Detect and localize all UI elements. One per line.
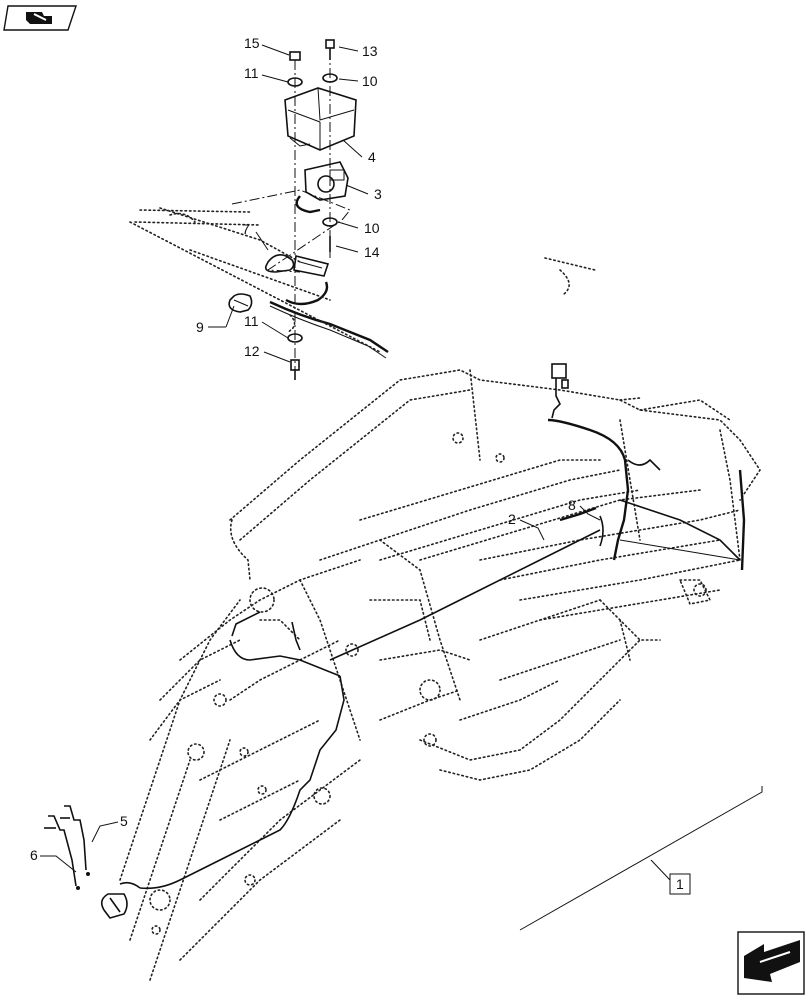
bolt-15 (289, 51, 301, 61)
callout-7: 7 (242, 221, 250, 237)
bolt-12 (290, 359, 300, 380)
clamp-9 (228, 293, 253, 313)
bolt-13 (325, 39, 335, 60)
callout-8: 8 (568, 497, 576, 513)
callout-9: 9 (196, 319, 204, 335)
connector-3 (295, 161, 349, 214)
callout-4: 4 (368, 149, 376, 165)
bracket-assembly (269, 255, 389, 359)
callout-12: 12 (244, 343, 260, 359)
next-page-arrow-icon[interactable] (737, 931, 805, 995)
callout-3: 3 (374, 186, 382, 202)
callout-6: 6 (30, 847, 38, 863)
callout-1: 1 (676, 876, 684, 892)
callout-5: 5 (120, 813, 128, 829)
washer-10-top (322, 73, 338, 83)
callout-14: 14 (364, 244, 380, 260)
wiring-harness-2 (100, 363, 746, 919)
hose-7 (264, 254, 295, 273)
callout-11-top: 11 (244, 65, 259, 81)
book-hand-icon[interactable] (3, 5, 77, 31)
callout-leaders (40, 44, 763, 931)
callout-1-box: 1 (669, 873, 691, 895)
callout-labels: 15 13 11 10 4 3 10 7 14 9 11 12 2 8 5 6 … (30, 35, 691, 895)
upper-component-group (129, 39, 596, 380)
callout-11-lower: 11 (244, 313, 259, 329)
washer-10-lower (322, 217, 338, 227)
callout-10-lower: 10 (364, 220, 380, 236)
callout-2: 2 (508, 511, 516, 527)
callout-10-top: 10 (362, 73, 378, 89)
harness-5 (60, 805, 87, 871)
cover-4 (284, 87, 357, 151)
machine-frame (119, 369, 761, 981)
harness-6 (44, 815, 90, 890)
callout-13: 13 (362, 43, 378, 59)
callout-15: 15 (244, 35, 260, 51)
